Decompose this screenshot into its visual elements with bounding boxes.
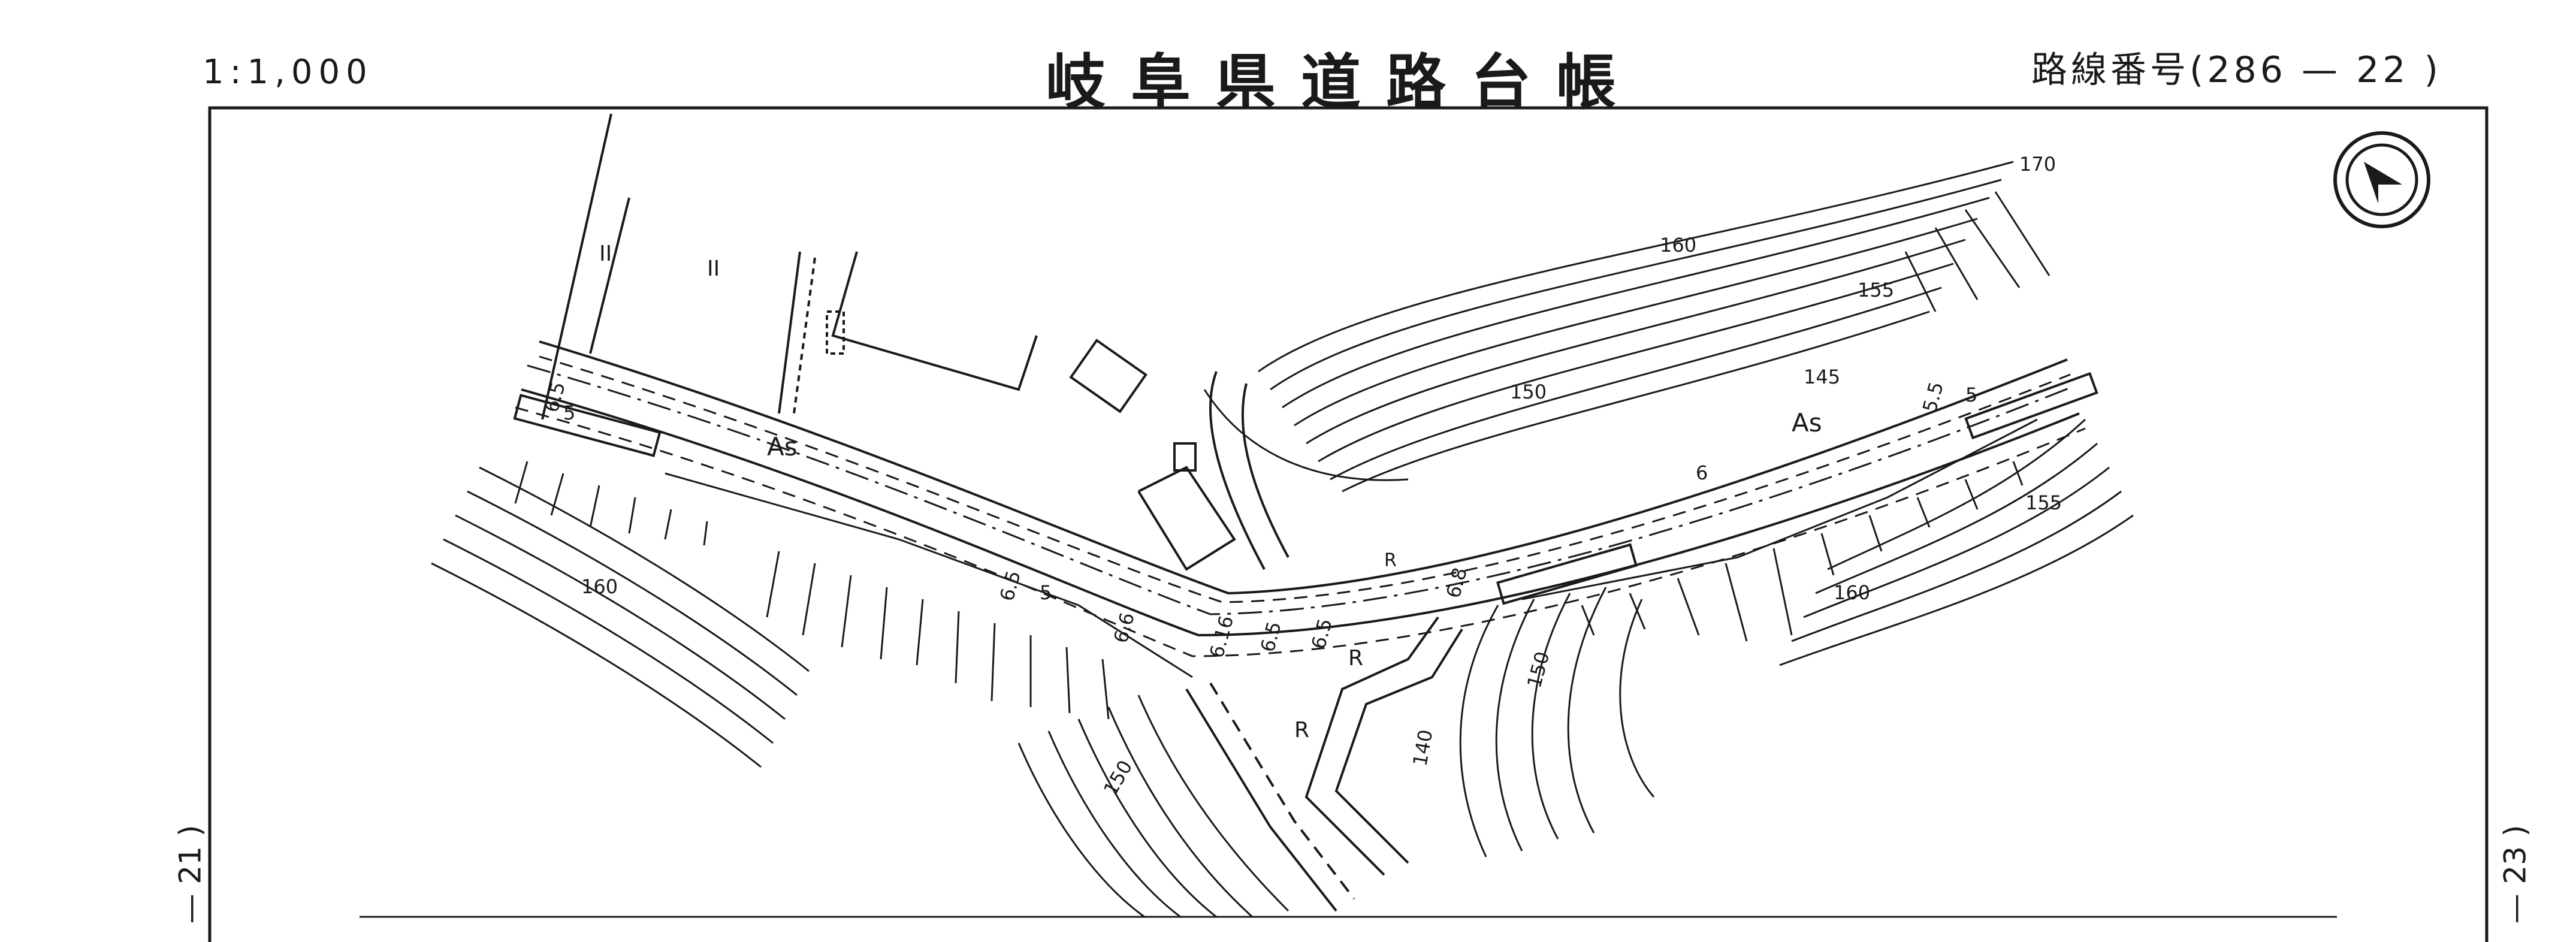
contour-label: 155 — [1858, 279, 1894, 301]
width-label: 6.5 — [995, 568, 1025, 603]
contour-label: 140 — [1408, 728, 1437, 768]
side-road-label: R — [1348, 646, 1363, 671]
building-mark: II — [599, 241, 612, 266]
width-label: 5 — [1965, 384, 1977, 406]
width-label: 6.16 — [1205, 613, 1238, 660]
width-label: 6.8 — [1442, 565, 1472, 600]
width-label: 5.5 — [1918, 379, 1948, 415]
width-label: 6 — [1696, 461, 1708, 484]
embankment-strips — [513, 372, 2098, 678]
building-mark: II — [707, 256, 720, 281]
contour-label: 150 — [1510, 381, 1547, 403]
side-roads — [1185, 371, 1463, 912]
road-edges — [515, 340, 2086, 657]
road-surface-label: As — [767, 432, 798, 461]
contour-label: 160 — [581, 575, 618, 598]
side-road-label: R — [1294, 718, 1309, 742]
map-frame — [208, 106, 2489, 942]
scale-label: 1:1,000 — [203, 53, 373, 92]
page-title: 岐阜県道路台帳 — [1046, 47, 1641, 117]
north-arrow-icon — [2333, 131, 2430, 228]
contour-lines — [431, 161, 2134, 918]
contour-label: 150 — [1523, 649, 1554, 690]
parcel-lines — [541, 113, 1236, 571]
contour-label: 170 — [2019, 153, 2056, 176]
contour-label: 160 — [1834, 581, 1870, 604]
contour-label: 150 — [1099, 756, 1137, 799]
width-label: 5 — [1040, 581, 1052, 604]
route-number-label: 路線番号(286 — 22 ) — [2031, 49, 2442, 91]
map-labels: As As II II 6.5 5 6.5 5 6.6 6.16 6.5 6.5… — [540, 153, 2062, 799]
contour-label: 160 — [1660, 234, 1696, 256]
contour-label: 155 — [2025, 491, 2062, 514]
width-label: 6.5 — [1256, 619, 1286, 654]
road-surface-label: As — [1792, 408, 1822, 437]
contour-label: 145 — [1804, 366, 1840, 388]
width-label: 5 — [563, 401, 575, 424]
side-road-label: R — [1384, 550, 1397, 571]
width-label: 6.5 — [1307, 616, 1337, 651]
slope-ticks — [514, 191, 2050, 720]
